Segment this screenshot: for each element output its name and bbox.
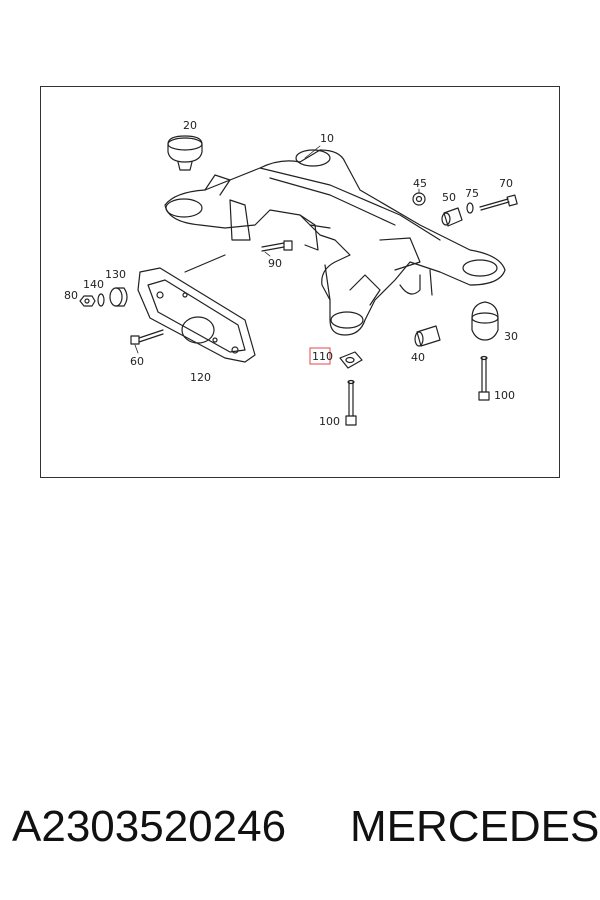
callout-70: 70 — [499, 177, 513, 190]
highlight-box-110 — [309, 347, 331, 365]
callout-120: 120 — [190, 371, 211, 384]
bushing-130 — [109, 287, 128, 307]
bushing-20 — [167, 135, 203, 171]
nut-80 — [79, 295, 96, 307]
callout-130: 130 — [105, 268, 126, 281]
rear-subframe — [164, 149, 506, 336]
callout-labels: 10 20 45 50 75 70 90 130 140 80 30 40 60… — [64, 119, 518, 428]
washer-45 — [412, 192, 426, 206]
diagram-frame — [40, 86, 560, 478]
callout-10: 10 — [320, 132, 334, 145]
callout-60: 60 — [130, 355, 144, 368]
callout-90: 90 — [268, 257, 282, 270]
part-number: A2303520246 — [12, 802, 287, 851]
bolt-100-center — [345, 379, 357, 426]
callout-20: 20 — [183, 119, 197, 132]
callout-100-right: 100 — [494, 389, 515, 402]
callout-80: 80 — [64, 289, 78, 302]
bolt-70 — [479, 194, 518, 211]
callout-40: 40 — [411, 351, 425, 364]
washer-140 — [97, 293, 105, 307]
bushing-40 — [414, 325, 441, 347]
callout-140: 140 — [83, 278, 104, 291]
callout-30: 30 — [504, 330, 518, 343]
bolt-90 — [261, 240, 293, 252]
plate-120 — [137, 267, 256, 363]
callout-50: 50 — [442, 191, 456, 204]
washer-plate-110 — [339, 351, 363, 369]
mount-30 — [471, 301, 499, 341]
bolt-100-right — [478, 355, 490, 401]
callout-100-center: 100 — [319, 415, 340, 428]
callout-75: 75 — [465, 187, 479, 200]
callout-45: 45 — [413, 177, 427, 190]
product-caption: A2303520246 MERCEDES — [10, 800, 599, 864]
bushing-50 — [441, 207, 463, 227]
washer-75 — [466, 202, 474, 214]
callout-110: 110 — [312, 350, 333, 363]
bolt-60 — [130, 329, 164, 345]
leader-lines — [134, 145, 420, 354]
brand-name: MERCEDES — [350, 802, 600, 851]
